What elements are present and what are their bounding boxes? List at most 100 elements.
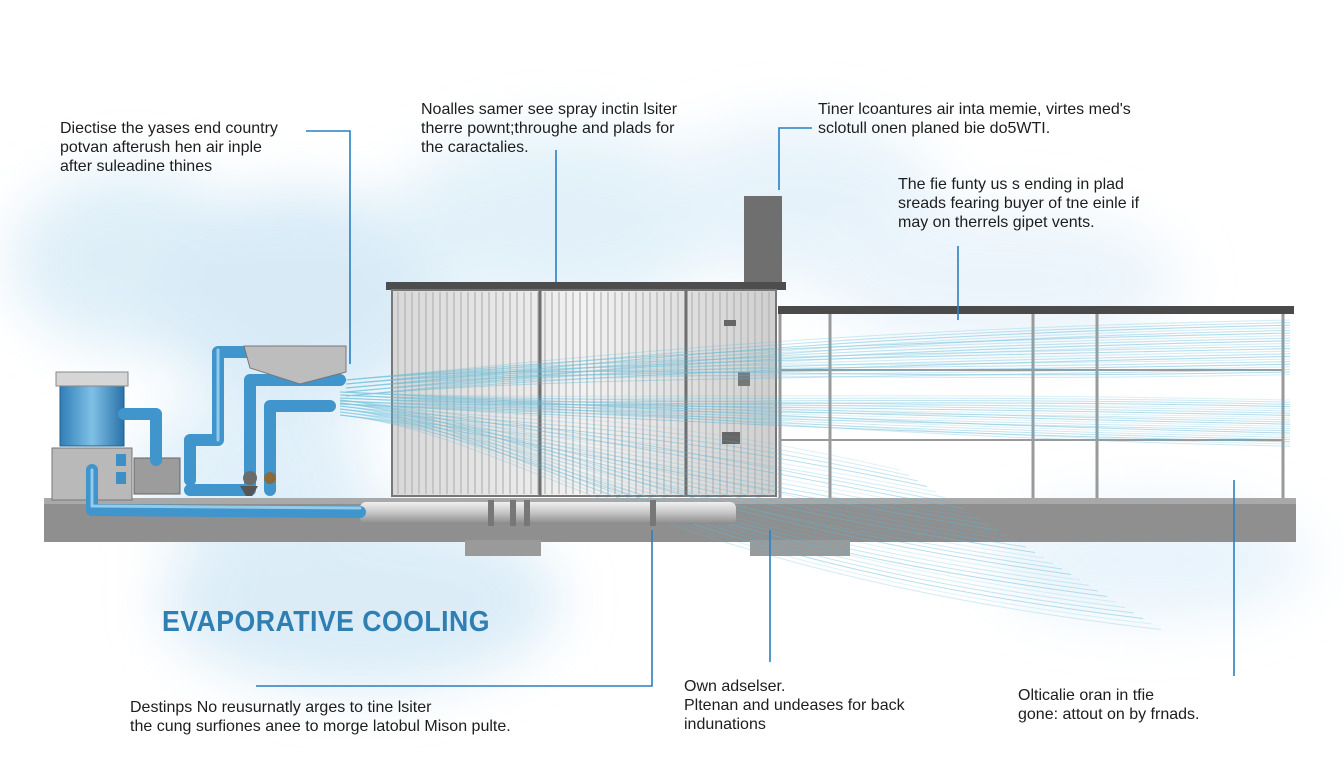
stream-line [345,332,1291,381]
stream-line [345,322,1291,385]
stream-line [339,403,1291,410]
stream-line [339,402,910,476]
callout-line: Diectise the yases end country [60,120,278,137]
stream-line [339,397,1291,438]
stream-line [339,400,1291,419]
stream-line [345,361,1291,385]
stream-line [339,402,1126,608]
return-pipe [360,500,736,526]
stream-line [345,368,1291,397]
stream-line [339,403,1291,443]
stream-line [339,411,1045,559]
callout-line: gone: attout on by frnads. [1018,706,1200,723]
stream-line [339,397,1291,416]
stream-line [339,400,1291,430]
leader-top-left [306,130,351,364]
stream-line [339,399,1117,603]
stream-line [339,397,1291,405]
cooling-pad-building [386,282,786,497]
stream-line [345,363,1291,389]
callout-line: Noalles samer see spray inctin lsiter [421,101,678,118]
callout-top-left: Diectise the yases end country potvan af… [60,119,278,176]
ventilated-frame [778,306,1294,498]
callout-line: Destinps No reusurnatly arges to tine ls… [130,699,432,716]
stream-line [345,319,1291,381]
stream-line [339,411,1099,592]
stream-line [339,405,973,515]
callout-line: may on therrels gipet vents. [898,214,1095,231]
stream-line [339,391,1291,434]
stream-line [345,337,1291,389]
stream-line [339,403,1291,432]
stream-line [339,408,1090,586]
callout-line: The fie funty us s ending in plad [898,176,1124,193]
callout-right-mid: The fie funty us s ending in plad sreads… [898,175,1139,232]
stream-line [339,391,1291,445]
stream-line [339,391,1291,412]
diagram-title: EVAPORATIVE COOLING [162,606,490,638]
stream-line [339,411,937,493]
stream-line [339,414,946,498]
stream-line [339,399,1009,537]
leader-lines [256,127,1235,687]
stream-line [339,408,982,520]
stream-line [339,394,1291,403]
stream-line [345,342,1291,397]
leader-top-right [778,127,812,190]
stream-line [339,394,1291,425]
callout-top-right: Tiner lcoantures air inta memie, virtes … [818,100,1131,138]
callout-bottom-right: Olticalie oran in tfie gone: attout on b… [1018,686,1199,724]
stream-line [339,400,1291,441]
stream-line [339,414,1000,531]
stream-line [339,402,1072,575]
stream-line [345,374,1291,385]
stream-line [339,402,964,509]
leader-bottom-left [256,530,653,687]
stream-line [345,329,1291,397]
callout-line: Pltenan and undeases for back [684,697,905,714]
stream-line [345,335,1291,385]
air-water-streams [339,319,1291,630]
stream-line [339,402,1018,542]
callout-line: the cung surfiones anee to morge latobul… [130,718,511,735]
stream-line [339,414,1054,564]
stream-line [345,366,1291,393]
stream-line [345,350,1291,389]
callout-top-center: Noalles samer see spray inctin lsiter th… [421,100,677,157]
callout-line: Olticalie oran in tfie [1018,687,1155,704]
stream-line [339,405,1027,548]
stream-line [339,414,1108,597]
stream-line [339,397,1291,427]
callout-bottom-left: Destinps No reusurnatly arges to tine ls… [130,698,511,736]
callout-line: potvan afterush hen air inple [60,139,262,156]
stream-line [345,355,1291,397]
stream-line [339,394,1291,447]
callout-line: Tiner lcoantures air inta memie, virtes … [818,101,1131,118]
stream-line [345,353,1291,393]
callout-line: sreads fearing buyer of tne einle if [898,195,1140,212]
callout-line: therre pownt;throughe and plads for [421,120,675,137]
stream-line [339,400,1291,408]
callout-line: after suleadine thines [60,158,213,175]
stream-line [339,405,1135,614]
stream-line [339,399,1063,570]
stream-line [339,403,1291,421]
stream-line [339,411,991,526]
callout-line: indunations [684,716,766,733]
stream-line [339,408,928,487]
callout-line: the caractalies. [421,139,529,156]
stream-line [339,391,1291,401]
stream-line [339,391,1291,423]
callout-line: Own adselser. [684,678,786,695]
exhaust-stack [744,196,782,286]
stream-line [339,405,919,482]
stream-line [345,358,1291,381]
stream-line [339,394,1291,414]
stream-line [345,345,1291,381]
callout-line: sclotull onen planed bie do5WTI. [818,120,1051,137]
stream-line [339,408,1036,553]
stream-line [339,408,1144,619]
stream-line [345,340,1291,393]
stream-line [339,399,901,471]
